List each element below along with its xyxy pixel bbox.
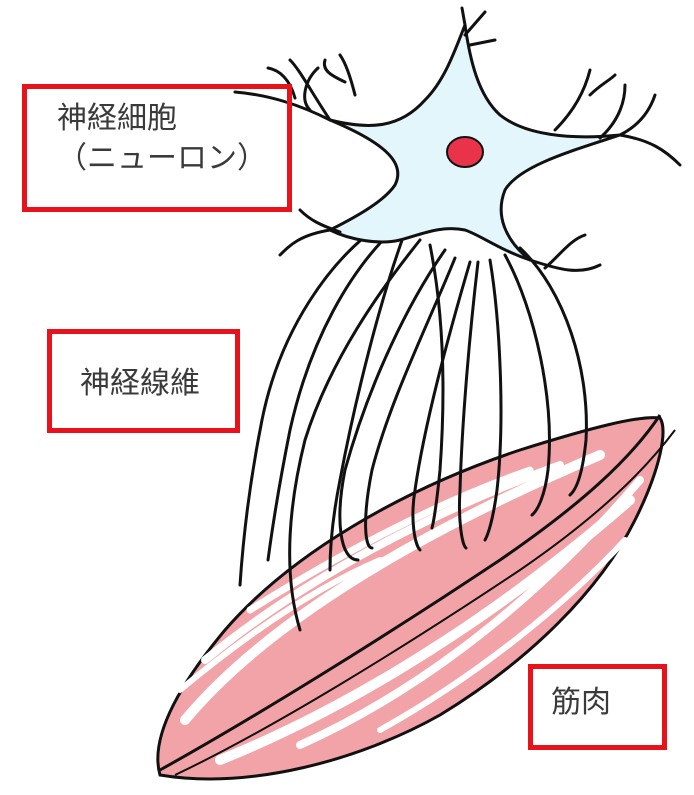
nucleus <box>447 137 483 167</box>
label-muscle: 筋肉 <box>528 664 667 750</box>
label-neuron-line1: 神経細胞 <box>57 99 287 139</box>
label-nerve-fiber-text: 神経線維 <box>80 364 235 404</box>
label-neuron-line2: （ニューロン） <box>57 139 287 179</box>
label-muscle-text: 筋肉 <box>551 683 662 723</box>
label-neuron: 神経細胞 （ニューロン） <box>22 84 292 212</box>
label-nerve-fiber: 神経線維 <box>47 329 240 433</box>
neuron <box>235 8 680 270</box>
